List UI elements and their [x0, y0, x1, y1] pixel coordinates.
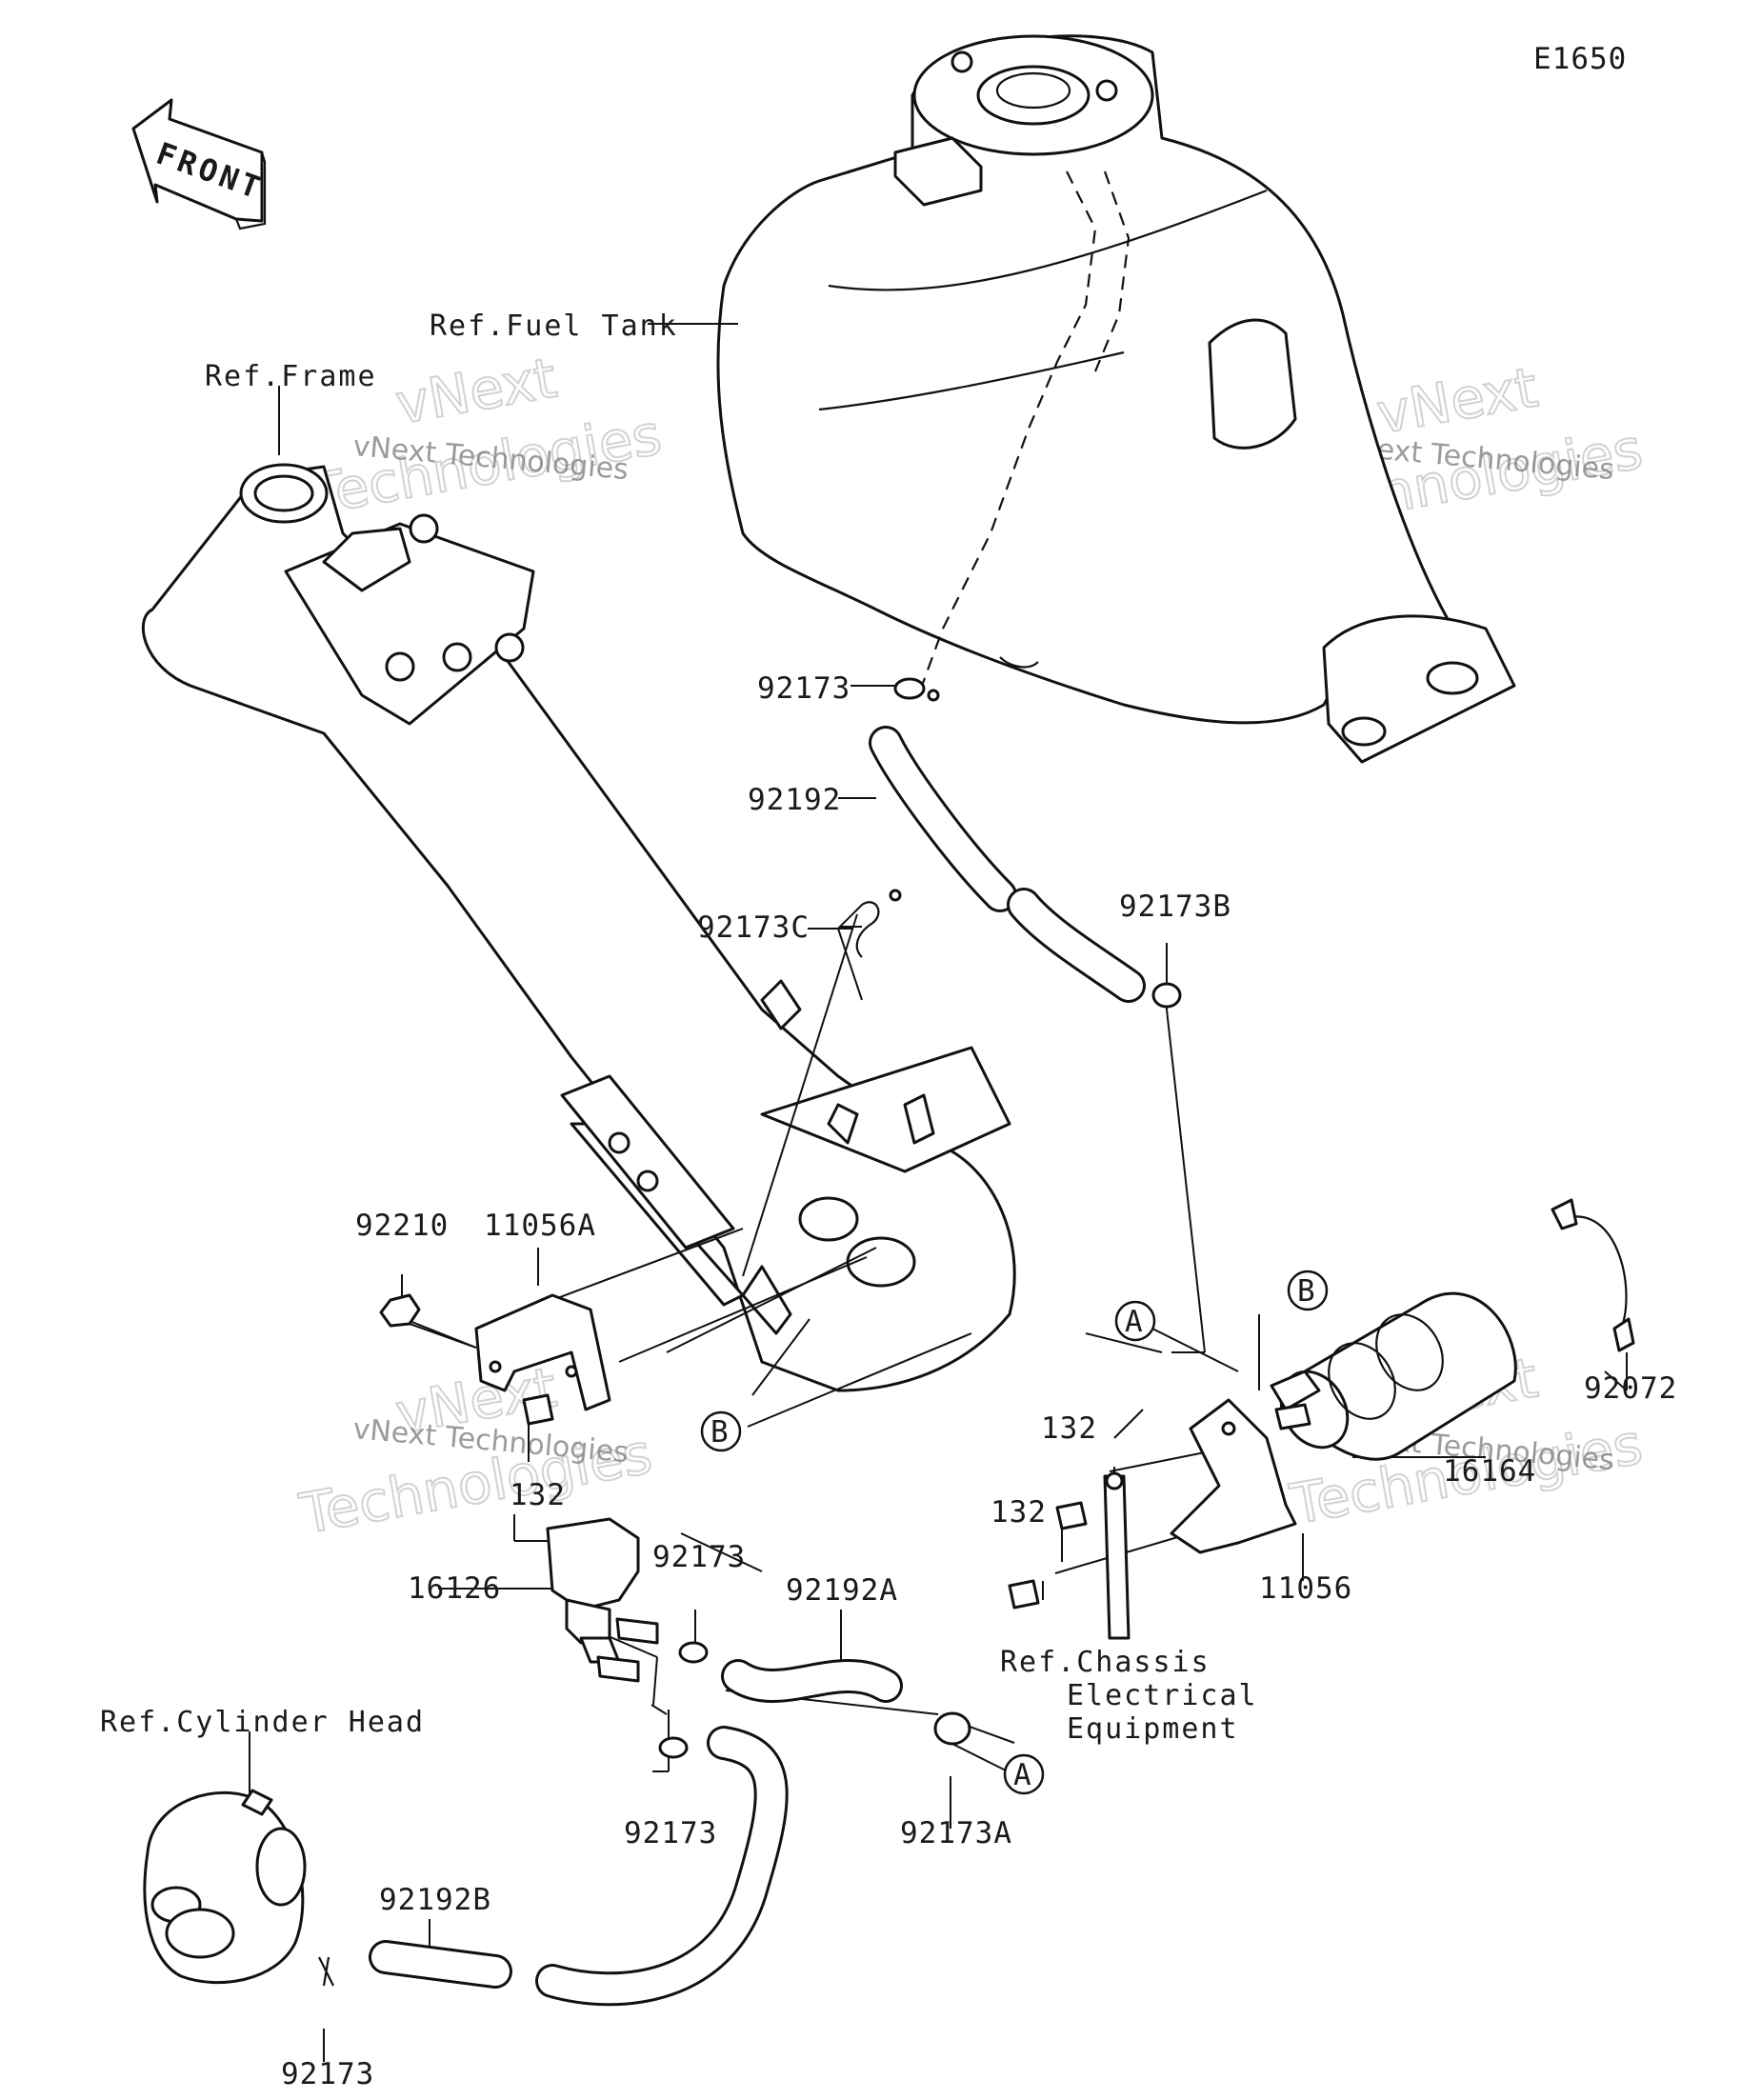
bolt-132-right2	[1008, 1579, 1040, 1610]
fuel-tank	[716, 34, 1516, 764]
clamp-92173-bottom	[318, 1956, 334, 1987]
part-label-11056: 11056	[1259, 1571, 1352, 1606]
chassis-strap	[1103, 1471, 1131, 1640]
callout-label: A	[1125, 1305, 1144, 1339]
clamp-92173-mid2	[658, 1736, 689, 1759]
callout-label: B	[1297, 1274, 1316, 1309]
hose-92192b	[369, 1726, 789, 2007]
part-label-92192a: 92192A	[786, 1573, 898, 1608]
part-label-92173a: 92173A	[900, 1816, 1012, 1850]
part-label-92210: 92210	[355, 1209, 449, 1243]
clamp-92173c	[855, 889, 902, 958]
part-label-132-right1: 132	[1041, 1411, 1097, 1446]
callout-b-1: B	[1287, 1270, 1329, 1311]
figure-code: E1650	[1533, 42, 1627, 76]
ref-chassis-label-line3: Equipment	[1067, 1712, 1239, 1746]
bracket-11056a	[474, 1293, 611, 1411]
ref-chassis-label-line2: Electrical	[1067, 1679, 1258, 1712]
front-arrow-icon: FRONT	[131, 98, 269, 230]
ref-fuel-tank-label: Ref.Fuel Tank	[430, 310, 678, 343]
nut-92210	[379, 1293, 421, 1328]
part-label-92173c: 92173C	[697, 910, 810, 945]
callout-a-1: A	[1114, 1300, 1156, 1342]
ref-chassis-label-line1: Ref.Chassis	[1000, 1646, 1211, 1679]
callout-b-2: B	[700, 1410, 742, 1452]
cylinder-head	[143, 1789, 307, 1985]
clamp-92173b	[1151, 982, 1182, 1009]
band-92072	[1551, 1198, 1635, 1352]
part-label-132-right2: 132	[991, 1495, 1047, 1530]
clamp-92173-mid1	[678, 1641, 709, 1664]
ref-frame-label: Ref.Frame	[205, 360, 377, 393]
clamp-92173a	[933, 1711, 971, 1746]
canister-16164	[1270, 1291, 1517, 1461]
callout-label: A	[1013, 1758, 1032, 1792]
bracket-11056	[1170, 1398, 1297, 1554]
part-label-92072: 92072	[1584, 1371, 1677, 1406]
callout-a-2: A	[1003, 1753, 1045, 1795]
part-label-132-left: 132	[510, 1478, 566, 1512]
valve-16126	[546, 1517, 659, 1683]
part-label-11056a: 11056A	[484, 1209, 596, 1243]
part-label-92173-bottom: 92173	[281, 2057, 374, 2091]
part-label-92192: 92192	[748, 783, 841, 817]
hose-92192a	[721, 1659, 903, 1703]
frame	[141, 463, 1016, 1392]
bolt-132-left	[522, 1393, 554, 1426]
clamp-92173-top	[893, 677, 940, 702]
part-label-92192b: 92192B	[379, 1883, 491, 1917]
part-label-16164: 16164	[1443, 1454, 1536, 1489]
part-label-92173-mid2: 92173	[624, 1816, 717, 1850]
ref-cylinder-head-label: Ref.Cylinder Head	[100, 1706, 425, 1739]
part-label-16126: 16126	[408, 1571, 501, 1606]
part-label-92173b: 92173B	[1119, 890, 1231, 924]
bolt-132-right1	[1055, 1501, 1088, 1530]
callout-label: B	[710, 1415, 730, 1450]
hose-92192	[869, 726, 1146, 1003]
watermark-brand: vNext	[1372, 354, 1543, 446]
part-label-92173-mid1: 92173	[652, 1540, 746, 1574]
part-label-92173-top: 92173	[757, 671, 850, 706]
